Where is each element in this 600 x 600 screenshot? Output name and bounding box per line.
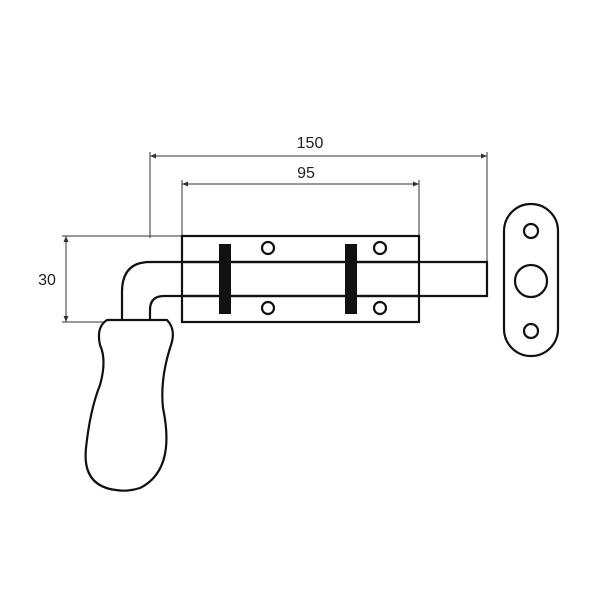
- keeper-bolt-hole: [513, 263, 549, 299]
- arrow-95-left: [182, 181, 188, 187]
- keeper-screw-hole-bottom: [522, 322, 540, 340]
- arrow-30-top: [63, 236, 69, 242]
- keeper-screw-hole-top: [522, 222, 540, 240]
- dimension-30: 30: [38, 235, 182, 323]
- arrow-150-left: [150, 153, 156, 159]
- arrow-95-right: [413, 181, 419, 187]
- dimension-150: 150: [149, 135, 488, 262]
- handle-arm-inner: [148, 294, 182, 320]
- bolt-plate-slot-left: [219, 244, 231, 314]
- arrow-150-right: [481, 153, 487, 159]
- handle-arm-outer: [120, 260, 182, 323]
- screw-hole-top-right: [372, 240, 388, 256]
- bolt-plate-slot-right: [345, 244, 357, 314]
- dimension-label-95: 95: [297, 165, 315, 182]
- bolt-plate: [180, 234, 421, 324]
- handle-arm: [120, 260, 182, 323]
- bolt-rod-tip: [419, 260, 489, 298]
- screw-hole-top-left: [260, 240, 276, 256]
- dimension-label-30: 30: [38, 272, 56, 289]
- keeper-plate: [502, 202, 560, 358]
- bolt-plate-outline: [180, 234, 421, 324]
- dimension-label-150: 150: [297, 135, 324, 152]
- screw-hole-bottom-left: [260, 300, 276, 316]
- handle-knob: [84, 318, 174, 492]
- dimension-95: 95: [181, 165, 420, 236]
- screw-hole-bottom-right: [372, 300, 388, 316]
- arrow-30-bottom: [63, 316, 69, 322]
- keeper-plate-outline: [502, 202, 560, 358]
